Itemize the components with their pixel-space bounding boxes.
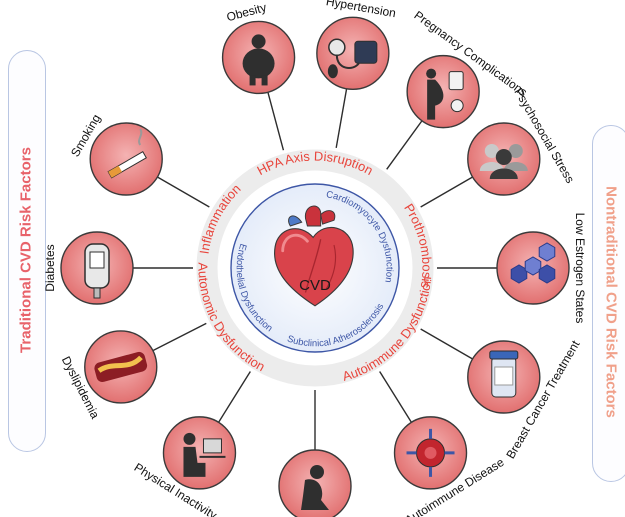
risk-factor-psychosocial-stress: Psychosocial Stress: [468, 86, 577, 195]
connector-line: [421, 329, 473, 359]
risk-factor-obesity: Obesity: [223, 0, 295, 93]
factor-label: Obesity: [225, 0, 268, 24]
risk-factor-diabetes: Diabetes: [43, 232, 133, 304]
connector-line: [387, 121, 422, 170]
connector-line: [336, 89, 346, 148]
factor-bubble: [163, 417, 235, 489]
connector-line: [380, 371, 412, 422]
risk-factor-hypertension: Hypertension: [317, 0, 397, 89]
risk-factor-pregnancy-complications: Pregnancy Complications: [407, 8, 530, 128]
risk-factor-breast-cancer-treatment: Breast Cancer Treatment: [468, 337, 583, 461]
risk-factor-autoimmune-disease: Autoimmune Disease: [395, 417, 507, 517]
cvd-title: CVD: [299, 277, 331, 294]
risk-factor-smoking: Smoking: [68, 112, 162, 195]
factor-bubble: [317, 17, 389, 89]
factor-bubble: [90, 123, 162, 195]
factor-bubble: [407, 56, 479, 128]
connector-line: [153, 323, 206, 350]
risk-factor-physical-inactivity: Physical Inactivity: [132, 417, 236, 517]
connector-line: [421, 177, 473, 207]
connector-line: [219, 371, 251, 422]
risk-factor-dyslipidemia: Dyslipidemia: [59, 331, 157, 421]
factor-label: Diabetes: [43, 244, 57, 291]
factor-label: Low Estrogen States: [573, 213, 587, 324]
connector-line: [157, 177, 209, 207]
factor-label: Hypertension: [325, 0, 397, 20]
pill-bottle-icon: [490, 351, 518, 397]
risk-factor-depression: Depression: [279, 450, 351, 517]
risk-factor-low-estrogen-states: Low Estrogen States: [497, 213, 587, 324]
connector-line: [268, 92, 284, 150]
